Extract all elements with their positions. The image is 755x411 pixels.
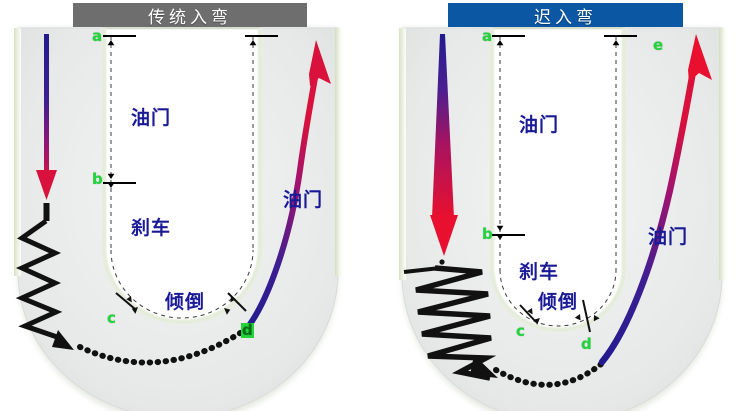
zigzag-arrowhead <box>470 355 498 378</box>
dim-arrowhead-b-dn <box>496 234 504 240</box>
arrow-c-in <box>126 296 132 303</box>
label-throttle-exit: 油门 <box>648 226 689 248</box>
label-throttle-exit: 油门 <box>283 189 324 211</box>
marker-a: a <box>92 27 103 45</box>
slash-c <box>519 304 537 323</box>
marker-e: e <box>653 36 664 54</box>
panel-traditional: 传统入弯 <box>0 0 377 411</box>
verge-left <box>14 28 21 276</box>
track-graphic-traditional <box>0 0 377 411</box>
exit-arrow-traditional <box>309 40 331 86</box>
track-infield <box>490 26 626 332</box>
braking-zigzag <box>415 265 497 381</box>
approach-arrow-late <box>430 34 458 265</box>
arrow-c-in <box>527 308 533 315</box>
dim-arrowhead-b-dn <box>107 182 115 188</box>
label-throttle-top: 油门 <box>131 107 172 129</box>
infield-kerb <box>101 28 263 325</box>
exit-curve-late <box>598 62 698 366</box>
dim-arrowhead-a <box>107 40 115 46</box>
arrow-c-out <box>131 307 138 314</box>
dim-arrowhead-e <box>612 40 620 46</box>
track-graphic-late <box>378 0 755 411</box>
racing-line-dotted <box>493 357 609 388</box>
marker-b: b <box>482 225 493 243</box>
marker-d: d <box>581 335 592 353</box>
exit-arrow-late <box>688 34 712 82</box>
marker-c: c <box>107 309 116 327</box>
dim-arrowhead-b-up <box>107 173 115 179</box>
dim-arrowhead-a <box>496 40 504 46</box>
braking-zigzag <box>15 218 63 341</box>
slash-d <box>582 299 591 333</box>
dim-arrowhead-right <box>249 40 257 46</box>
approach-arrow-traditional <box>36 34 57 221</box>
label-throttle-top: 油门 <box>519 114 560 136</box>
panel-late: 迟入弯 <box>378 0 755 411</box>
verge-right <box>335 28 342 276</box>
zigzag-tail <box>403 266 441 274</box>
arrow-c-out <box>533 318 540 325</box>
dim-arc <box>499 269 617 327</box>
label-brake: 刹车 <box>131 217 172 239</box>
label-lean: 倾倒 <box>165 291 206 313</box>
verge-right <box>719 28 726 280</box>
panel-title-traditional: 传统入弯 <box>73 3 307 28</box>
dim-arrowhead-b-up <box>496 225 504 231</box>
verge-left <box>399 28 406 280</box>
marker-c: c <box>516 322 525 340</box>
marker-b: b <box>92 170 103 188</box>
label-lean: 倾倒 <box>538 291 579 313</box>
panel-title-late: 迟入弯 <box>448 3 683 28</box>
exit-curve-traditional <box>245 69 319 330</box>
racing-line-dotted <box>77 327 248 366</box>
arrow-d-in <box>574 314 581 321</box>
slash-c <box>115 292 136 310</box>
label-brake: 刹车 <box>519 261 560 283</box>
marker-d: d <box>241 321 254 339</box>
arrow-d-out <box>593 315 600 322</box>
track-infield <box>102 26 262 324</box>
zigzag-arrowhead <box>52 330 74 350</box>
arrow-d-out <box>224 308 231 315</box>
dim-arc <box>110 249 254 319</box>
arrow-d-in <box>230 296 236 303</box>
infield-kerb <box>489 28 627 333</box>
marker-a: a <box>482 27 493 45</box>
